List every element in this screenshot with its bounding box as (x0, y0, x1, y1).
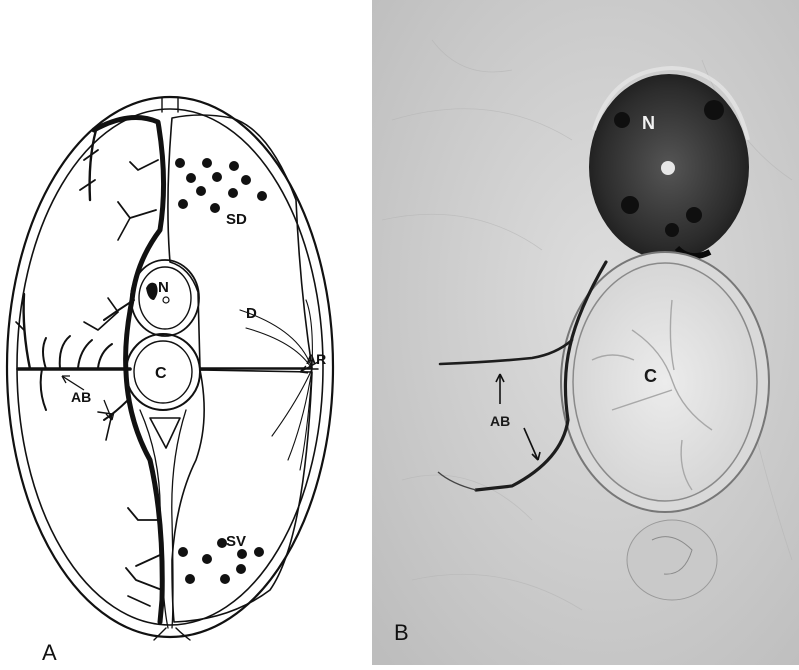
label-sv: SV (226, 533, 246, 550)
schematic-drawing: SD N D C AB AR SV A (0, 0, 370, 665)
photo-label-n: N (642, 113, 655, 133)
panel-b-micrograph: N C AB B (372, 0, 799, 665)
label-d: D (246, 305, 257, 322)
upper-right-compartment (168, 115, 312, 368)
label-ar: AR (306, 351, 326, 367)
panel-letter-b: B (394, 620, 409, 645)
label-c: C (155, 365, 167, 382)
spinal-cord-outline (131, 260, 199, 336)
ventral-dots (178, 538, 264, 584)
label-n: N (158, 279, 169, 296)
micrograph-image: N C AB B (372, 0, 799, 665)
panel-letter-a: A (42, 640, 57, 665)
dorsal-dots (175, 158, 267, 213)
notochord-photo (573, 263, 757, 501)
inner-ring-outline (17, 109, 323, 625)
photo-label-ab: AB (490, 413, 510, 429)
label-sd: SD (226, 211, 247, 228)
label-ab: AB (71, 389, 91, 405)
outer-ring-outline (7, 97, 333, 637)
photo-label-c: C (644, 366, 657, 386)
panel-a-schematic: SD N D C AB AR SV A (0, 0, 370, 665)
